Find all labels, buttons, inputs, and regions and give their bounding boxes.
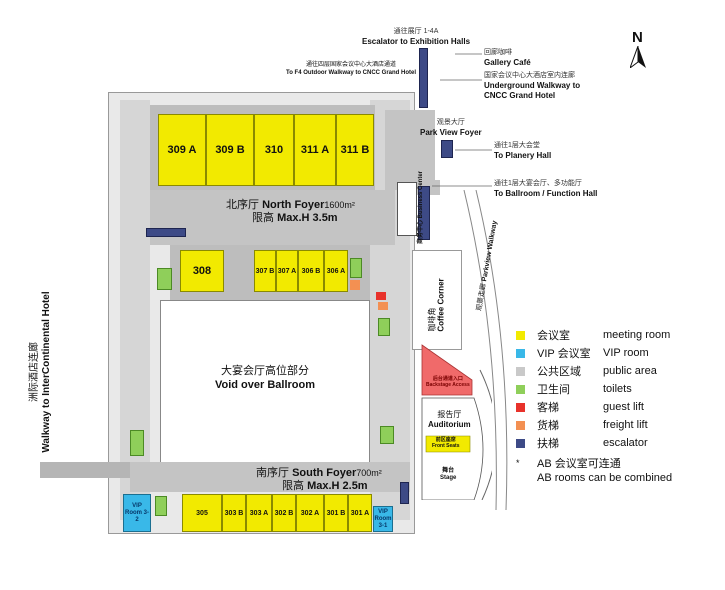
legend-swatch <box>516 384 525 394</box>
north-foyer-height: 限高 Max.H 3.5m <box>252 212 338 224</box>
north-arrow-icon <box>630 46 646 68</box>
room-308[interactable]: 308 <box>180 250 224 292</box>
legend-swatch <box>516 402 525 412</box>
north-foyer-escalator <box>146 228 186 237</box>
legend-note: *AB 会议室可连通 <box>516 458 621 470</box>
legend-note-en: AB rooms can be combined <box>537 472 673 484</box>
toilet-east-2 <box>380 426 394 444</box>
south-foyer <box>130 462 410 492</box>
ballroom-escalator[interactable] <box>418 186 430 240</box>
underground-walkway-label: 国家会议中心大酒店室内连廊 Underground Walkway to CNC… <box>484 72 581 100</box>
room-303b[interactable]: 303 B <box>222 494 246 532</box>
void-over-ballroom <box>160 300 370 468</box>
exhibition-escalator[interactable] <box>419 48 428 108</box>
room-302a[interactable]: 302 A <box>296 494 324 532</box>
front-seats-area <box>425 435 471 453</box>
parkview-escalator[interactable] <box>441 140 453 158</box>
park-view-foyer-label: 观景大厅 Park View Foyer <box>420 119 482 137</box>
auditorium <box>421 344 492 500</box>
freight-lift-mid <box>350 280 360 290</box>
guest-lift-mid <box>376 292 386 300</box>
gallery-cafe-label: 回廊咖啡 Gallery Café <box>484 49 531 67</box>
room-309b[interactable]: 309 B <box>206 114 254 186</box>
toilet-west-bottom <box>130 430 144 456</box>
planery-label: 通往1层大会堂 To Planery Hall <box>494 142 552 160</box>
freight-lift-east <box>378 302 388 310</box>
park-view-foyer <box>385 110 435 190</box>
f4-walkway-label: 通往四层国家会议中心大酒店通道 To F4 Outdoor Walkway to… <box>286 62 417 76</box>
room-302b[interactable]: 302 B <box>272 494 296 532</box>
north-foyer-label: 北序厅 North Foyer1600m² <box>226 199 355 211</box>
room-303a[interactable]: 303 A <box>246 494 272 532</box>
room-311b[interactable]: 311 B <box>336 114 374 186</box>
toilet-mid-left <box>157 268 172 290</box>
parkview-walkway <box>463 190 508 511</box>
vip-room-3-2[interactable]: VIP Room 3-2 <box>123 494 151 532</box>
toilet-east-1 <box>378 318 390 336</box>
north-label: N <box>632 29 643 46</box>
business-center <box>397 182 417 236</box>
void-label: 大宴会厅高位部分 Void over Ballroom <box>214 365 316 391</box>
room-307a[interactable]: 307 A <box>276 250 298 292</box>
room-311a[interactable]: 311 A <box>294 114 336 186</box>
room-301a[interactable]: 301 A <box>348 494 372 532</box>
north-foyer <box>150 190 395 245</box>
south-foyer-escalator <box>400 482 409 504</box>
south-foyer-height: 限高 Max.H 2.5m <box>282 480 368 492</box>
auditorium-arc <box>479 369 492 500</box>
room-305[interactable]: 305 <box>182 494 222 532</box>
escalator-label: 通往展厅 1-4A Escalator to Exhibition Halls <box>362 28 471 46</box>
legend-swatch <box>516 330 525 340</box>
legend-swatch <box>516 348 525 358</box>
legend-swatch <box>516 438 525 448</box>
room-306b[interactable]: 306 B <box>298 250 324 292</box>
intercontinental-walkway <box>40 462 130 478</box>
legend-swatch <box>516 420 525 430</box>
room-310[interactable]: 310 <box>254 114 294 186</box>
south-foyer-label: 南序厅 South Foyer700m² <box>256 467 382 479</box>
room-301b[interactable]: 301 B <box>324 494 348 532</box>
legend-swatch <box>516 366 525 376</box>
coffee-corner <box>412 250 462 350</box>
room-309a[interactable]: 309 A <box>158 114 206 186</box>
backstage-access-area <box>421 344 473 396</box>
vip-room-3-1[interactable]: VIP Room 3-1 <box>373 506 393 532</box>
toilet-mid-right <box>350 258 362 278</box>
room-306a[interactable]: 306 A <box>324 250 348 292</box>
ballroom-label: 通往1层大宴会厅、多功能厅 To Ballroom / Function Hal… <box>494 180 598 198</box>
toilet-bottom-left <box>155 496 167 516</box>
room-307b[interactable]: 307 B <box>254 250 276 292</box>
